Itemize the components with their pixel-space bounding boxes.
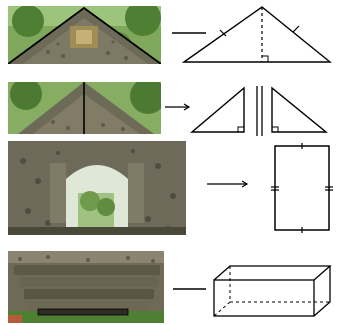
separator-lines	[252, 84, 268, 138]
triangle-outline	[184, 7, 330, 62]
tick-mark-right	[293, 26, 299, 32]
prism-top-edges	[214, 266, 330, 280]
connector-line-4	[172, 286, 208, 292]
right-triangle-left	[188, 84, 250, 136]
isosceles-triangle-shape	[182, 4, 332, 66]
rectangle-outline	[275, 146, 329, 230]
arrow-3	[206, 179, 252, 189]
stone-steps-photo	[8, 251, 164, 323]
rectangle-shape	[268, 142, 336, 234]
prism-hidden-diagonal	[214, 302, 230, 316]
gable-ruin-photo	[8, 6, 161, 64]
gable-ruin-split-photo	[8, 82, 161, 134]
stone-arch-gateway-photo	[8, 141, 186, 235]
prism-front-face	[214, 280, 314, 316]
rectangular-prism-shape	[208, 262, 336, 320]
right-angle-marker	[262, 56, 268, 62]
right-triangle-right	[268, 84, 330, 136]
